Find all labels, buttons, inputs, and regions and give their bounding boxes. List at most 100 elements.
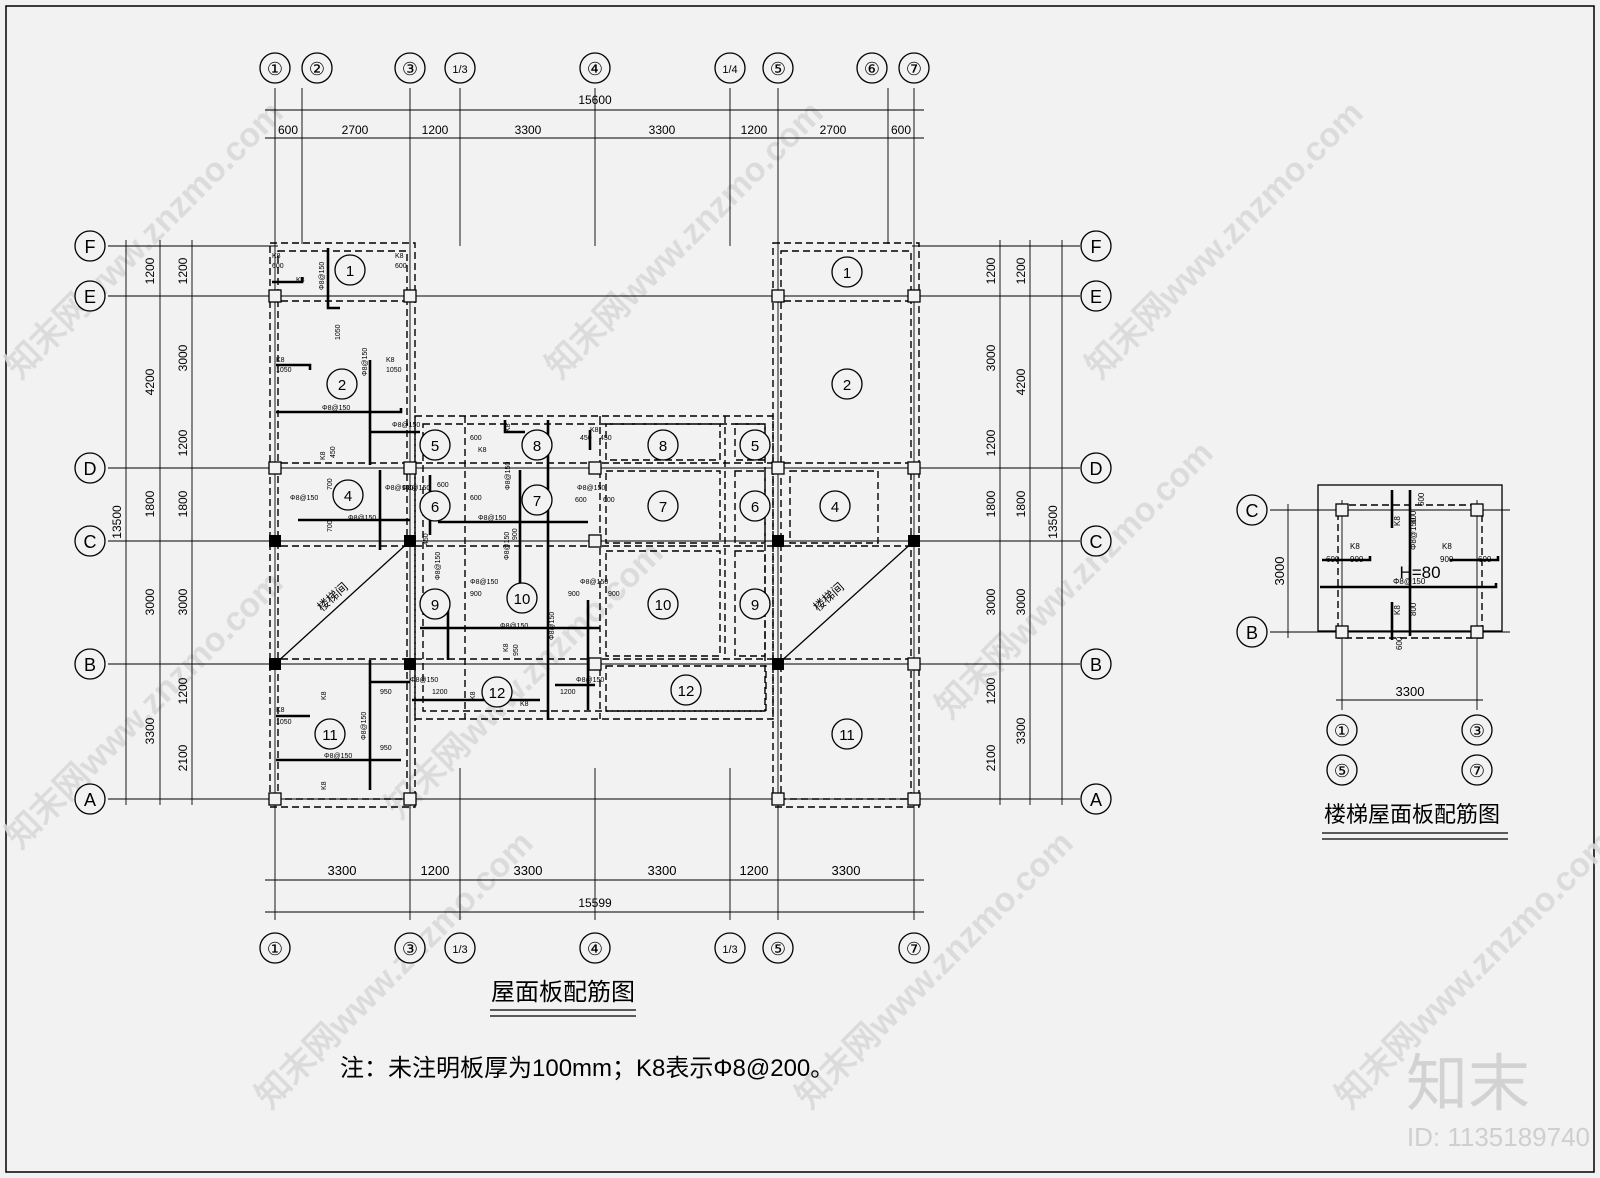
panel-number: 9 bbox=[431, 597, 439, 614]
rebar-k8: K8 bbox=[470, 691, 477, 700]
dim-seg: 2700 bbox=[342, 123, 369, 137]
row-label: F bbox=[85, 237, 96, 257]
rebar-spec: Φ8@150 bbox=[362, 348, 369, 376]
dim-seg: 1200 bbox=[176, 677, 190, 704]
rebar-spec: Φ8@150 bbox=[1409, 517, 1418, 550]
rebar-spec: Φ8@150 bbox=[577, 485, 605, 492]
note-text: 注：未注明板厚为100mm；K8表示Φ8@200。 bbox=[340, 1055, 834, 1082]
rebar-len: 450 bbox=[330, 446, 337, 458]
rebar-len: 900 bbox=[1350, 555, 1364, 564]
rebar-len: 450 bbox=[580, 435, 592, 442]
rebar-len: 600 bbox=[1395, 636, 1404, 650]
dim-seg: 1800 bbox=[143, 490, 157, 517]
rebar-len: 600 bbox=[1326, 555, 1340, 564]
dim-seg: 1200 bbox=[984, 677, 998, 704]
dim-seg: 3300 bbox=[1014, 717, 1028, 744]
row-label: D bbox=[1090, 459, 1103, 479]
rebar-spec: Φ8@150 bbox=[319, 262, 326, 290]
panel-number: 2 bbox=[843, 377, 851, 394]
stair-label: 楼梯间 bbox=[810, 579, 847, 614]
rebar-k8: K8 bbox=[321, 781, 328, 790]
rebar-len: 800 bbox=[1409, 602, 1418, 616]
axis-label-top: 1/3 bbox=[452, 64, 467, 76]
axis-label-top: ② bbox=[309, 59, 325, 79]
dim-seg: 2100 bbox=[984, 744, 998, 771]
row-label: A bbox=[1090, 790, 1102, 810]
row-label: F bbox=[1091, 237, 1102, 257]
axis-label: ⑦ bbox=[1469, 761, 1485, 781]
dim-seg: 1200 bbox=[740, 863, 769, 878]
rebar-len: 600 bbox=[437, 482, 449, 489]
rebar-k8: K8 bbox=[478, 447, 487, 454]
rebar-len: 1050 bbox=[386, 367, 402, 374]
rebar-len: 900 bbox=[1440, 555, 1454, 564]
panel-number: 4 bbox=[344, 488, 352, 505]
rebar-k8: K8 bbox=[321, 691, 328, 700]
dim-seg: 4200 bbox=[143, 368, 157, 395]
dim-seg: 1200 bbox=[143, 257, 157, 284]
panel-number: 7 bbox=[533, 493, 541, 510]
rebar-spec: Φ8@150 bbox=[348, 515, 376, 522]
row-label: B bbox=[1090, 655, 1102, 675]
dim-seg: 600 bbox=[278, 123, 298, 137]
rebar-k8: K8 bbox=[395, 253, 404, 260]
rebar-len: 900 bbox=[470, 591, 482, 598]
panel-number: 8 bbox=[533, 438, 541, 455]
rebar-len: 950 bbox=[380, 745, 392, 752]
row-label: C bbox=[1246, 501, 1259, 521]
rebar-spec: Φ8@150 bbox=[470, 579, 498, 586]
rebar-len: 1050 bbox=[276, 719, 292, 726]
rebar-len: 600 bbox=[575, 497, 587, 504]
rebar-len: 900 bbox=[608, 591, 620, 598]
top-axis-bubbles: ① ② ③ 1/3 ④ 1/4 ⑤ ⑥ ⑦ bbox=[259, 52, 930, 84]
dim-seg: 3300 bbox=[514, 863, 543, 878]
panel-number: 9 bbox=[751, 597, 759, 614]
bottom-axis-bubbles: ① ③ 1/3 ④ 1/3 ⑤ ⑦ bbox=[259, 932, 930, 964]
axis-label-bottom: ⑦ bbox=[906, 939, 922, 959]
rebar-spec: Φ8@150 bbox=[402, 485, 430, 492]
panel-number: 7 bbox=[659, 499, 667, 516]
dim-seg: 4200 bbox=[1014, 368, 1028, 395]
row-label: E bbox=[84, 287, 96, 307]
panel-number: 12 bbox=[678, 683, 695, 700]
rebar-annotations: K8 600 K8 K8 600 Φ8@150 1050 K8 1050 K8 … bbox=[272, 253, 620, 790]
panel-number: 2 bbox=[338, 377, 346, 394]
rebar-len: 1050 bbox=[276, 367, 292, 374]
dim-seg: 3300 bbox=[649, 123, 676, 137]
rebar-len: 600 bbox=[470, 435, 482, 442]
detail-title: 楼梯屋面板配筋图 bbox=[1324, 802, 1500, 827]
axis-label-top: ③ bbox=[402, 59, 418, 79]
rebar-spec: Φ8@150 bbox=[576, 677, 604, 684]
columns bbox=[268, 289, 921, 806]
rebar-k8: K8 bbox=[276, 707, 285, 714]
right-dimensions: 1200 3000 1200 1800 3000 1200 2100 1200 … bbox=[984, 240, 1063, 805]
row-label: B bbox=[1246, 623, 1258, 643]
watermark-layer: 知末网www.znzmo.com 知末网www.znzmo.com 知末网www… bbox=[0, 94, 1600, 1116]
panel-number: 4 bbox=[831, 499, 839, 516]
panel-number: 10 bbox=[655, 597, 672, 614]
rebar-k8: K8 bbox=[590, 427, 599, 434]
left-dimensions: 13500 1200 4200 1800 3000 3300 1200 3000… bbox=[110, 240, 193, 805]
axis-label-top: ① bbox=[267, 59, 283, 79]
rebar-k8: K8 bbox=[1350, 542, 1360, 551]
detail-dim-v: 3000 bbox=[1272, 557, 1287, 586]
main-title: 屋面板配筋图 bbox=[491, 979, 635, 1006]
row-label: A bbox=[84, 790, 96, 810]
axis-label: ③ bbox=[1469, 721, 1485, 741]
rebar-len: 900 bbox=[512, 528, 519, 540]
rebar-len: 1200 bbox=[560, 689, 576, 696]
stair-label: 楼梯间 bbox=[314, 579, 351, 614]
dim-seg: 1200 bbox=[984, 257, 998, 284]
title-block: 屋面板配筋图 注：未注明板厚为100mm；K8表示Φ8@200。 bbox=[340, 979, 834, 1082]
rebar-spec: Φ8@150 bbox=[505, 462, 512, 490]
rebar-k8: K8 bbox=[296, 277, 305, 284]
dim-total-right: 13500 bbox=[1046, 505, 1060, 539]
bottom-dimensions: 3300 1200 3300 3300 1200 3300 15599 bbox=[265, 863, 924, 913]
axis-label-bottom: ④ bbox=[587, 939, 603, 959]
dim-seg: 1200 bbox=[741, 123, 768, 137]
brand-watermark: 知末 ID: 1135189740 bbox=[1406, 1050, 1590, 1152]
rebar-len: 450 bbox=[600, 435, 612, 442]
rebar-k8: K8 bbox=[276, 357, 285, 364]
axis-label-bottom: ⑤ bbox=[770, 939, 786, 959]
